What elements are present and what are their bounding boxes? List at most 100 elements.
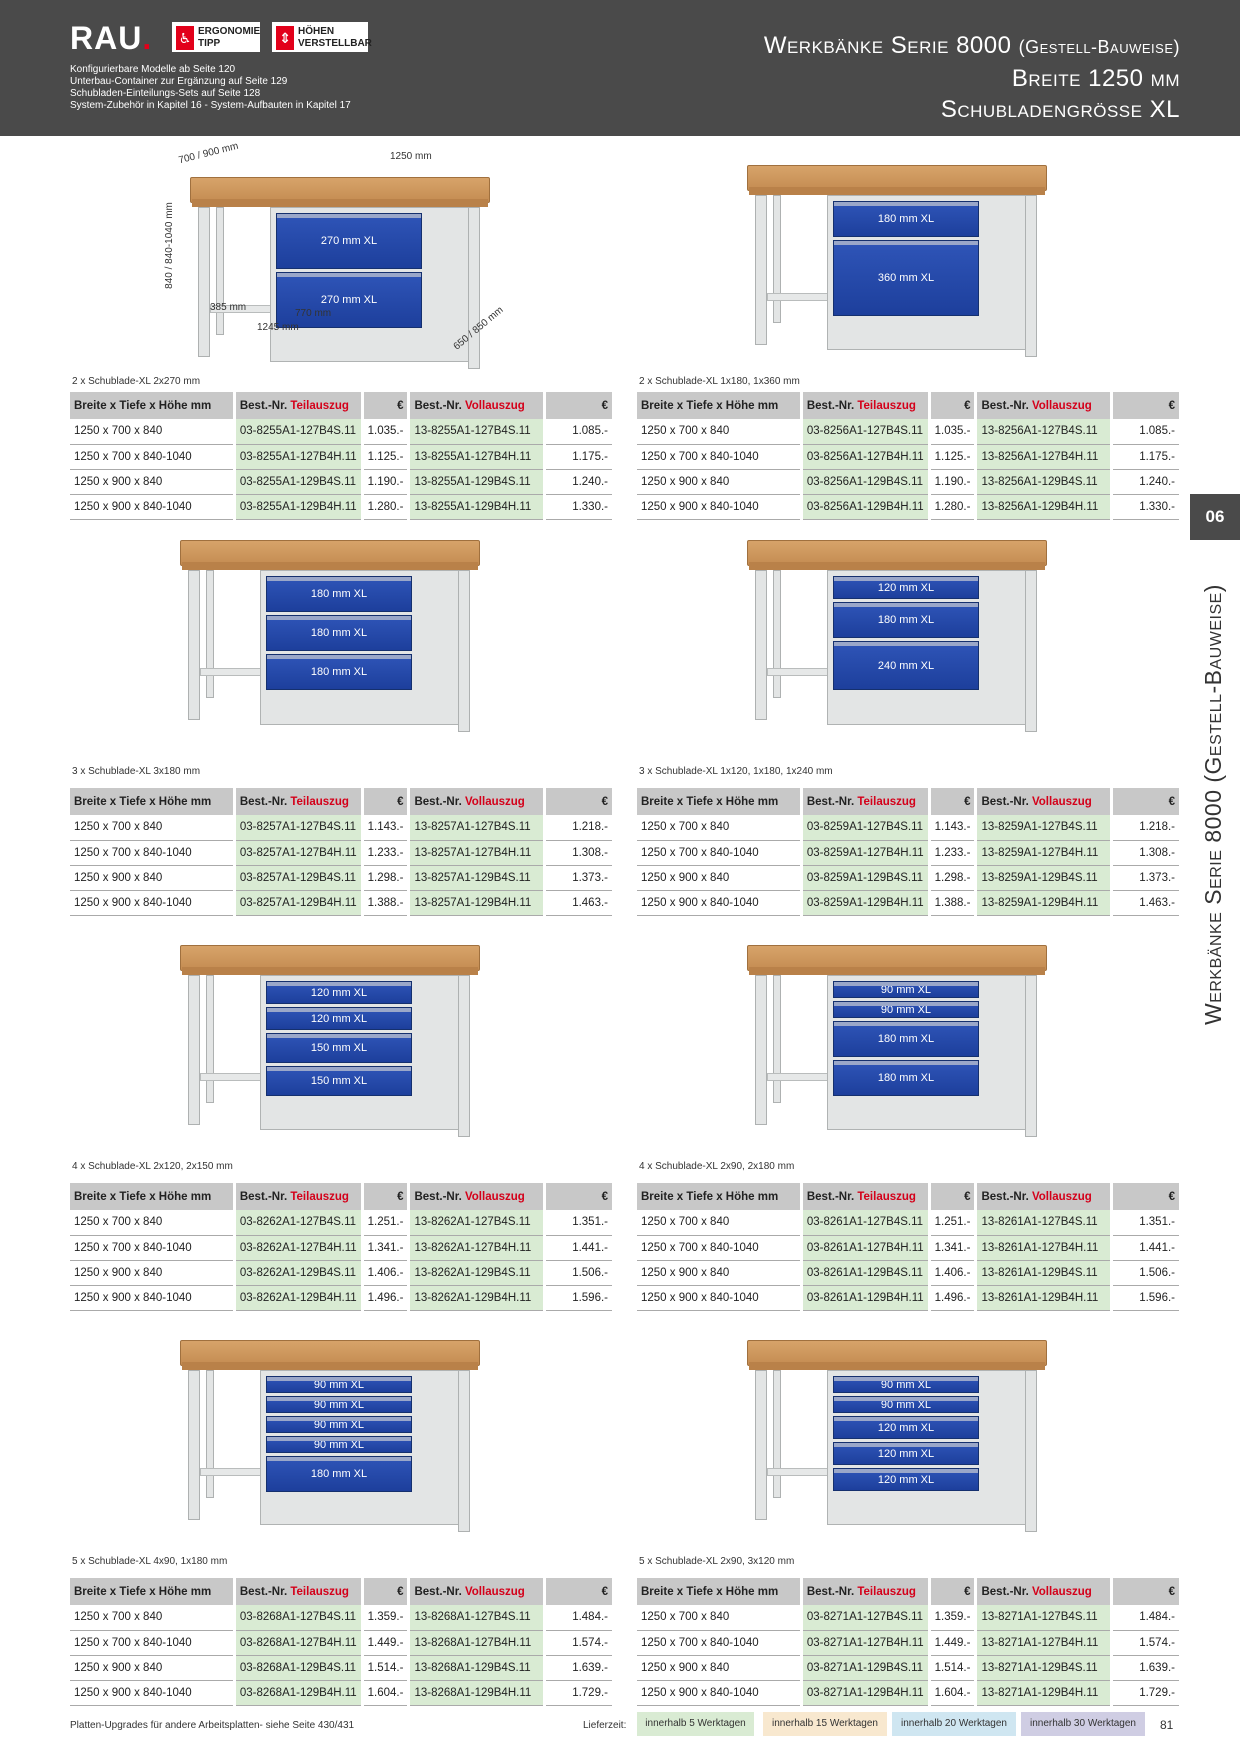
drawer-label: 90 mm XL xyxy=(313,1378,365,1391)
drawer[interactable]: 180 mm XL xyxy=(266,654,412,690)
drawer[interactable]: 90 mm XL xyxy=(833,1001,979,1018)
teil-price: 1.359.- xyxy=(929,1605,978,1631)
teil-price: 1.449.- xyxy=(929,1630,978,1656)
drawer[interactable]: 90 mm XL xyxy=(266,1376,412,1393)
col-teil: Best.-Nr. Teilauszug xyxy=(234,392,364,419)
dimension-label: 840 / 840-1040 mm xyxy=(163,202,175,289)
col-teil: Best.-Nr. Teilauszug xyxy=(801,1183,931,1210)
voll-label: Vollauszug xyxy=(1031,399,1092,412)
drawer-label: 180 mm XL xyxy=(310,627,368,639)
drawer[interactable]: 90 mm XL xyxy=(266,1436,412,1453)
teil-price: 1.341.- xyxy=(362,1235,411,1261)
voll-label: Vollauszug xyxy=(464,399,525,412)
teil-price: 1.449.- xyxy=(362,1630,411,1656)
drawer[interactable]: 90 mm XL xyxy=(266,1416,412,1433)
drawer[interactable]: 360 mm XL xyxy=(833,240,979,316)
drawer[interactable]: 120 mm XL xyxy=(833,1468,979,1491)
teil-price: 1.496.- xyxy=(362,1285,411,1311)
drawer[interactable]: 120 mm XL xyxy=(833,1416,979,1439)
drawer[interactable]: 90 mm XL xyxy=(833,981,979,998)
size-cell: 1250 x 700 x 840-1040 xyxy=(637,1235,803,1261)
teil-price: 1.604.- xyxy=(929,1680,978,1706)
drawer[interactable]: 120 mm XL xyxy=(266,981,412,1004)
product-caption: 5 x Schublade-XL 2x90, 3x120 mm xyxy=(639,1556,795,1567)
leg-left-front xyxy=(188,1370,200,1520)
size-cell: 1250 x 900 x 840 xyxy=(637,865,803,891)
drawer[interactable]: 180 mm XL xyxy=(266,1456,412,1492)
drawer[interactable]: 180 mm XL xyxy=(833,201,979,237)
teil-article-number: 03-8268A1-129B4S.11 xyxy=(234,1655,364,1681)
size-cell: 1250 x 900 x 840-1040 xyxy=(637,890,803,916)
best-label: Best.-Nr. xyxy=(981,399,1032,412)
voll-label: Vollauszug xyxy=(464,1190,525,1203)
best-label: Best.-Nr. xyxy=(981,795,1032,808)
teil-article-number: 03-8261A1-129B4S.11 xyxy=(801,1260,931,1286)
teil-price: 1.125.- xyxy=(362,444,411,470)
drawer-label: 120 mm XL xyxy=(877,581,935,594)
teil-article-number: 03-8256A1-129B4H.11 xyxy=(801,494,931,520)
leg-left-front xyxy=(198,207,210,357)
voll-article-number: 13-8271A1-129B4H.11 xyxy=(975,1680,1114,1706)
teil-price: 1.233.- xyxy=(929,840,978,866)
voll-article-number: 13-8257A1-129B4S.11 xyxy=(408,865,547,891)
voll-price: 1.463.- xyxy=(1111,890,1182,916)
lieferzeit-5: innerhalb 5 Werktagen xyxy=(637,1712,754,1736)
drawer[interactable]: 150 mm XL xyxy=(266,1033,412,1063)
drawer-label: 180 mm XL xyxy=(310,666,368,678)
drawer-label: 120 mm XL xyxy=(310,1012,368,1025)
teil-label: Teilauszug xyxy=(857,795,916,808)
voll-price: 1.574.- xyxy=(544,1630,615,1656)
voll-price: 1.218.- xyxy=(544,815,615,841)
voll-price: 1.596.- xyxy=(544,1285,615,1311)
teil-article-number: 03-8256A1-127B4H.11 xyxy=(801,444,931,470)
voll-price: 1.639.- xyxy=(1111,1655,1182,1681)
drawer[interactable]: 180 mm XL xyxy=(833,1021,979,1057)
drawer[interactable]: 180 mm XL xyxy=(833,602,979,638)
teil-label: Teilauszug xyxy=(290,399,349,412)
bench-illustration: 90 mm XL 90 mm XL 90 mm XL 90 mm XL 180 mm X… xyxy=(180,1340,500,1550)
drawer[interactable]: 90 mm XL xyxy=(833,1376,979,1393)
chapter-tab: 06 xyxy=(1190,494,1240,540)
size-cell: 1250 x 700 x 840 xyxy=(70,1210,236,1236)
drawer[interactable]: 90 mm XL xyxy=(266,1396,412,1413)
drawer[interactable]: 180 mm XL xyxy=(266,615,412,651)
drawer[interactable]: 120 mm XL xyxy=(833,576,979,599)
col-teil: Best.-Nr. Teilauszug xyxy=(801,1578,931,1605)
voll-price: 1.441.- xyxy=(1111,1235,1182,1261)
drawer[interactable]: 120 mm XL xyxy=(833,1442,979,1465)
drawer[interactable]: 270 mm XL xyxy=(276,272,422,328)
teil-price: 1.514.- xyxy=(362,1655,411,1681)
leg-left-back xyxy=(206,975,214,1103)
teil-article-number: 03-8268A1-127B4H.11 xyxy=(234,1630,364,1656)
drawer[interactable]: 150 mm XL xyxy=(266,1066,412,1096)
best-label: Best.-Nr. xyxy=(414,1190,465,1203)
drawer[interactable]: 90 mm XL xyxy=(833,1396,979,1413)
drawer-label: 90 mm XL xyxy=(880,983,932,996)
voll-article-number: 13-8261A1-129B4H.11 xyxy=(975,1285,1114,1311)
drawer[interactable]: 120 mm XL xyxy=(266,1007,412,1030)
drawer[interactable]: 180 mm XL xyxy=(266,576,412,612)
drawer[interactable]: 270 mm XL xyxy=(276,213,422,269)
page-title: Werkbänke Serie 8000 (Gestell-Bauweise) … xyxy=(764,30,1180,125)
size-cell: 1250 x 900 x 840 xyxy=(70,1260,236,1286)
voll-price: 1.441.- xyxy=(544,1235,615,1261)
drawer[interactable]: 180 mm XL xyxy=(833,1060,979,1096)
size-cell: 1250 x 700 x 840 xyxy=(70,1605,236,1631)
title-sub: (Gestell-Bauweise) xyxy=(1018,37,1180,57)
size-cell: 1250 x 700 x 840-1040 xyxy=(637,840,803,866)
best-label: Best.-Nr. xyxy=(806,1190,858,1203)
voll-price: 1.240.- xyxy=(1111,469,1182,495)
drawer[interactable]: 240 mm XL xyxy=(833,641,979,690)
